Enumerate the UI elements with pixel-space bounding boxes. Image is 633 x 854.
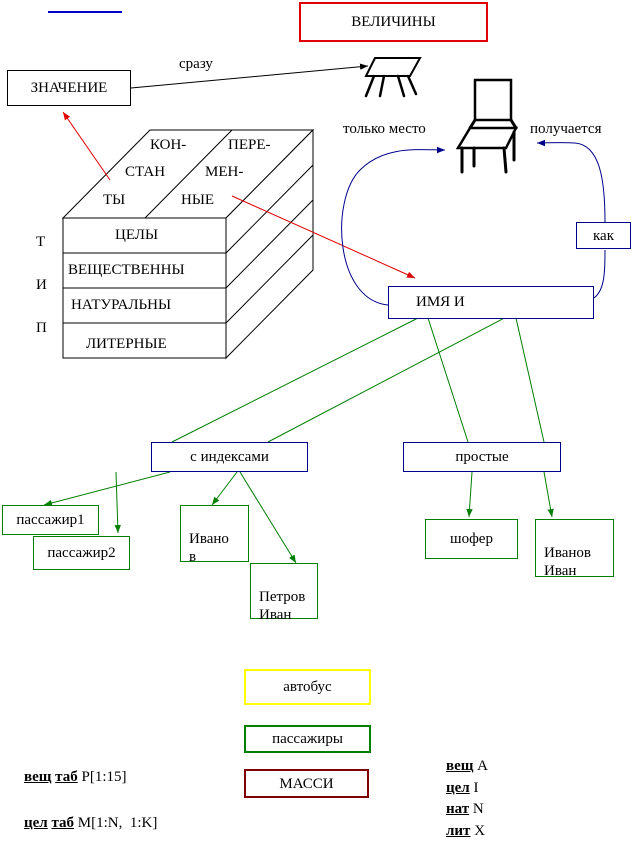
legend-passengers: пассажиры	[244, 725, 371, 753]
simple-text: простые	[455, 449, 509, 465]
decl2-kw1: цел	[24, 815, 48, 831]
cube-top-left-1: КОН-	[150, 137, 187, 153]
label-only-place: только место	[343, 121, 426, 137]
curve-name-to-how	[593, 249, 606, 299]
value-text: ЗНАЧЕНИЕ	[30, 80, 108, 96]
curve-name-to-chair-left	[341, 146, 446, 306]
ivanov-split-box: Ивано в	[180, 505, 249, 565]
code-lit-value: X	[474, 823, 486, 839]
table-icon	[364, 57, 422, 98]
title-box: ВЕЛИЧИНЫ	[299, 2, 488, 42]
code-int-value: I	[473, 780, 479, 796]
arrow-simple-to-driver	[466, 471, 473, 518]
passenger1-text: пассажир1	[16, 512, 85, 528]
indexed-text: с индексами	[190, 449, 269, 465]
legend-passengers-text: пассажиры	[272, 731, 343, 747]
petrov-text: Петров Иван	[259, 589, 306, 623]
how-box: как	[576, 222, 631, 249]
type-code-nat: нат N	[446, 800, 484, 818]
cube-row-literal: ЛИТЕРНЫЕ	[86, 336, 167, 352]
type-letter-p: П	[36, 320, 47, 336]
legend-arrays: МАССИ	[244, 769, 369, 798]
cube-top-left-3: ТЫ	[103, 192, 126, 208]
type-letter-i: И	[36, 277, 47, 293]
line-name-to-indexed-2	[267, 313, 513, 443]
cube-row-real: ВЕЩЕСТВЕННЫ	[68, 262, 185, 278]
arrow-simple-to-ivanov	[543, 471, 554, 518]
driver-text: шофер	[450, 531, 493, 547]
passenger2-text: пассажир2	[47, 545, 116, 561]
legend-bus-text: автобус	[283, 679, 332, 695]
type-cube-drawing	[61, 128, 315, 360]
driver-box: шофер	[425, 519, 518, 559]
indexed-box: с индексами	[151, 442, 308, 472]
title-text: ВЕЛИЧИНЫ	[351, 14, 436, 30]
passenger2-box: пассажир2	[33, 536, 130, 570]
legend-arrays-text: МАССИ	[279, 775, 334, 792]
label-immediately: сразу	[179, 56, 213, 72]
arrow-indexed-to-passenger2	[114, 471, 121, 534]
type-code-real: вещ A	[446, 757, 488, 775]
declaration-real-table: вещ таб P[1:15]	[24, 768, 126, 786]
type-letter-t: Т	[36, 234, 46, 250]
arrow-constants-to-value	[62, 111, 111, 181]
code-nat-kw: нат	[446, 801, 470, 817]
code-real-kw: вещ	[446, 758, 474, 774]
arrow-indexed-to-ivanov-split	[211, 471, 238, 506]
line-name-to-simple-2	[515, 317, 545, 443]
decl1-kw1: вещ	[24, 769, 52, 785]
type-code-lit: лит X	[446, 822, 485, 840]
simple-box: простые	[403, 442, 561, 472]
line-name-to-simple-1	[427, 317, 469, 443]
type-code-int: цел I	[446, 779, 478, 797]
declaration-int-table: цел таб M[1:N, 1:K]	[24, 814, 157, 832]
ivanov-text: Иванов Иван	[544, 545, 591, 579]
code-lit-kw: лит	[446, 823, 471, 839]
code-real-value: A	[477, 758, 489, 774]
name-text: ИМЯ И	[416, 294, 465, 310]
ivanov-box: Иванов Иван	[535, 519, 614, 579]
how-text: как	[592, 227, 614, 244]
cube-top-right-1: ПЕРЕ-	[228, 137, 271, 153]
decl1-kw2: таб	[55, 769, 78, 785]
cube-top-right-2: МЕН-	[205, 164, 244, 180]
code-nat-value: N	[472, 801, 484, 817]
arrow-indexed-to-passenger1	[43, 471, 171, 507]
cube-top-left-2: СТАН	[125, 164, 166, 180]
arrow-variables-to-name	[231, 195, 416, 279]
cube-top-right-3: НЫЕ	[181, 192, 215, 208]
code-int-kw: цел	[446, 780, 470, 796]
cube-row-natural: НАТУРАЛЬНЫ	[71, 297, 172, 313]
chair-icon	[455, 78, 519, 174]
line-name-to-indexed-1	[171, 317, 419, 443]
label-gets: получается	[530, 121, 602, 137]
passenger1-box: пассажир1	[2, 505, 99, 535]
legend-bus: автобус	[244, 669, 371, 705]
ivanov-split-text: Ивано в	[189, 531, 229, 565]
petrov-box: Петров Иван	[250, 563, 318, 623]
decl1-rest: P[1:15]	[81, 769, 127, 785]
decl2-rest: M[1:N, 1:K]	[77, 815, 158, 831]
value-box: ЗНАЧЕНИЕ	[7, 70, 131, 106]
arrow-indexed-to-petrov	[239, 471, 297, 564]
cube-row-integer: ЦЕЛЫ	[115, 227, 159, 243]
name-box: ИМЯ И	[388, 286, 594, 319]
arrow-value-to-table	[130, 63, 369, 89]
decl2-kw2: таб	[51, 815, 75, 831]
curve-how-to-chair-right	[536, 139, 606, 223]
